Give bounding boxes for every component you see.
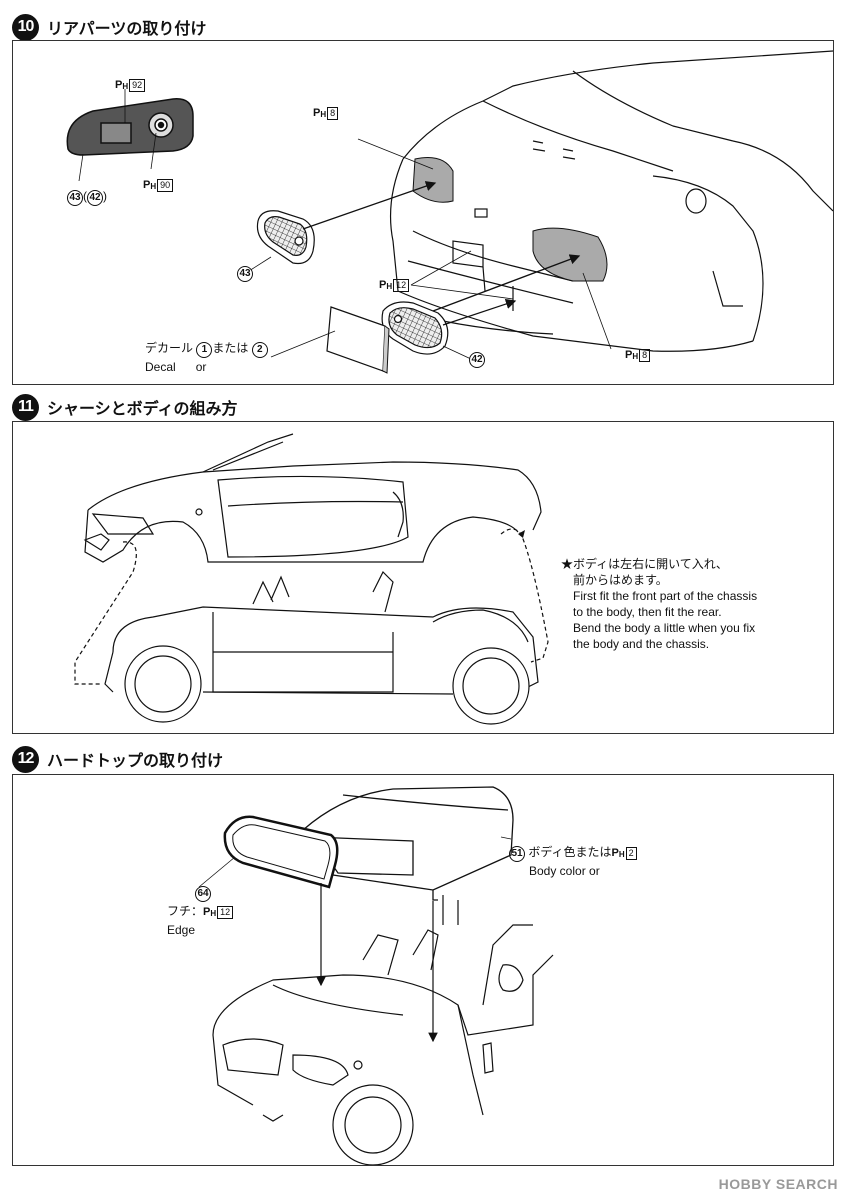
body-color-en: Body color or xyxy=(529,864,600,878)
step-10-illustration xyxy=(66,50,833,374)
window-frame-64 xyxy=(223,815,339,889)
note-en-line-1: First fit the front part of the chassis xyxy=(573,589,758,603)
left-lamp-recess xyxy=(412,157,454,203)
hardtop-drawing xyxy=(302,786,514,901)
step-11-illustration xyxy=(74,433,549,725)
rear-fit-guide xyxy=(500,528,549,663)
step-11-panel: ★ボディは左右に開いて入れ、 前からはめます。 First fit the fr… xyxy=(12,421,834,734)
part-43-42-label: 43(42) xyxy=(67,189,107,206)
note-jp-line-1: ★ボディは左右に開いて入れ、 xyxy=(561,557,728,571)
part-43-label: 43 xyxy=(237,265,253,282)
body-shell-drawing xyxy=(83,433,542,563)
note-en-line-4: the body and the chassis. xyxy=(573,637,710,651)
chassis-drawing xyxy=(104,570,539,725)
edge-en: Edge xyxy=(167,923,196,937)
assembly-note: ★ボディは左右に開いて入れ、 前からはめます。 First fit the fr… xyxy=(561,556,757,652)
license-plate-drawing xyxy=(326,306,386,372)
step-11-title: シャーシとボディの組み方 xyxy=(47,399,238,418)
step-12-title: ハードトップの取り付け xyxy=(47,751,224,770)
rear-body-drawing xyxy=(389,50,833,352)
right-lamp-recess xyxy=(532,227,608,282)
step-12-number: 12 xyxy=(12,745,39,773)
step-12-header: 12 ハードトップの取り付け xyxy=(12,744,223,774)
tail-lamp-detail xyxy=(66,98,194,156)
note-jp-line-2: 前からはめます。 xyxy=(573,573,668,587)
step-11-header: 11 シャーシとボディの組み方 xyxy=(12,392,238,422)
watermark-logo: HOBBY SEARCH xyxy=(718,1176,838,1192)
step-11-number: 11 xyxy=(12,393,39,421)
step-10-number: 10 xyxy=(12,13,39,41)
step-10-title: リアパーツの取り付け xyxy=(47,19,207,38)
note-en-line-2: to the body, then fit the rear. xyxy=(573,605,722,619)
lens-42-drawing xyxy=(381,301,449,355)
step-12-illustration xyxy=(198,786,554,1165)
step-10-header: 10 リアパーツの取り付け xyxy=(12,12,206,42)
part-42-label: 42 xyxy=(469,351,485,368)
front-fit-guide xyxy=(74,541,137,685)
lens-43-drawing xyxy=(256,210,315,265)
note-en-line-3: Bend the body a little when you fix xyxy=(573,621,756,635)
car-lower-drawing xyxy=(212,895,554,1165)
